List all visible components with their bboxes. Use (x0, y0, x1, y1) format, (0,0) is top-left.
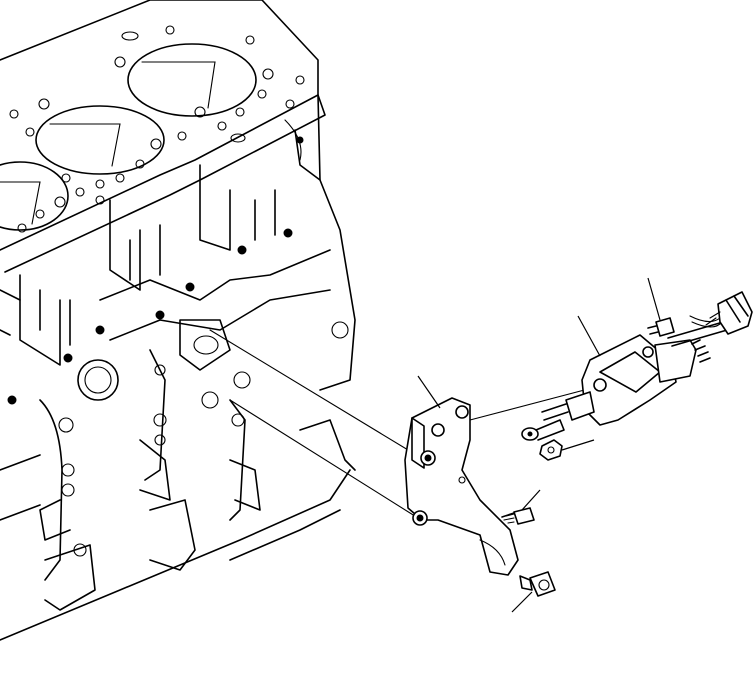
assembly-lines (210, 330, 592, 518)
leader-nut (562, 440, 594, 450)
solenoid-bolt (648, 318, 674, 336)
bracket-bolt-lower (520, 572, 555, 596)
leader-bracket-bolt-upper (522, 490, 540, 510)
leader-solenoid-bolt (648, 278, 660, 320)
leader-lines (418, 278, 660, 612)
bracket (405, 398, 518, 575)
engine-block (0, 0, 355, 640)
leader-solenoid (578, 316, 600, 356)
nut (540, 440, 562, 460)
deck-holes (10, 26, 304, 232)
connector (690, 292, 752, 334)
leader-bracket (418, 376, 440, 408)
leader-bracket-bolt-lower (512, 592, 532, 612)
solenoid (542, 320, 734, 425)
bracket-bolt-upper (502, 508, 534, 524)
rod-end (522, 420, 564, 440)
